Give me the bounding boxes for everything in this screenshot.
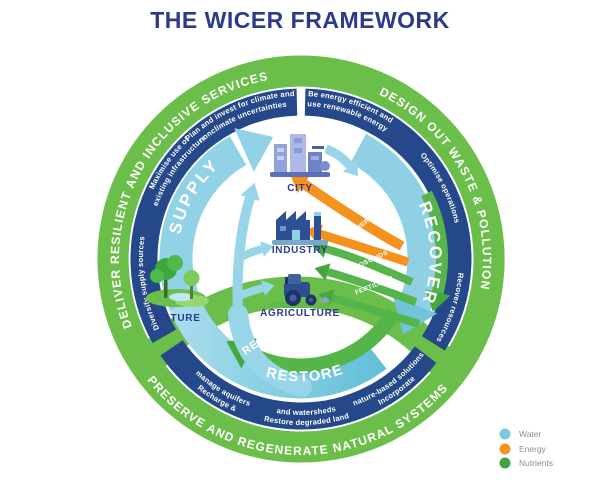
- water-cycle: [159, 128, 451, 399]
- legend-item-water: Water: [499, 428, 542, 440]
- city-to-recover-head-icon: [342, 160, 359, 177]
- reuse-branch-agriculture: [237, 284, 264, 300]
- fertiliser-arrow-head-icon: [314, 263, 331, 281]
- legend-label-nutrients: Nutrients: [519, 458, 553, 468]
- legend-label-water: Water: [519, 429, 542, 439]
- agriculture-icon: [270, 274, 330, 308]
- legend-label-energy: Energy: [519, 444, 547, 454]
- ring-segment-preserve-arc: [133, 356, 463, 463]
- ring-practices-design: [304, 88, 472, 351]
- nutrients-arrow-3: [330, 294, 421, 328]
- node-label-industry: INDUSTRY: [272, 245, 328, 256]
- nutrients-outer-arrow: [421, 190, 448, 294]
- city-icon: [270, 134, 330, 177]
- reuse-branch-industry-head-icon: [260, 241, 274, 257]
- energy-arrow-industry: [318, 229, 410, 267]
- nutrients-outer-arrowhead-icon: [425, 289, 451, 312]
- supply-arrow: [159, 136, 247, 311]
- node-label-agriculture: AGRICULTURE: [260, 308, 340, 319]
- legend-item-nutrients: Nutrients: [499, 457, 553, 469]
- fertiliser-arrow: [326, 268, 418, 306]
- page-title: THE WICER FRAMEWORK: [150, 7, 450, 33]
- reuse-branch-agriculture-head-icon: [261, 280, 275, 296]
- reuse-band: [228, 304, 312, 397]
- recover-arrow: [350, 133, 441, 311]
- node-label-nature: NATURE: [155, 313, 200, 324]
- ring-practices-preserve: [160, 340, 437, 430]
- reuse-branch-industry: [237, 245, 264, 262]
- legend-item-energy: Energy: [499, 443, 547, 455]
- biosolids-arrow: [324, 245, 414, 286]
- industry-icon: [272, 211, 328, 245]
- city-to-recover-arrow: [324, 144, 354, 169]
- legend: Water Energy Nutrients: [499, 428, 553, 469]
- node-label-city: CITY: [287, 183, 313, 194]
- energy-arrow-city: [301, 179, 405, 251]
- energy-arrow-city-head-icon: [290, 174, 311, 194]
- supply-arrowhead-icon: [234, 128, 274, 172]
- recover-arrowhead-icon: [392, 295, 438, 335]
- legend-dot-energy-icon: [499, 443, 511, 455]
- reuse-arrowhead-icon: [240, 182, 260, 201]
- nature-icon: [146, 255, 209, 307]
- ring-practices-deliver: [130, 88, 298, 343]
- reuse-line: [232, 193, 255, 319]
- legend-dot-water-icon: [499, 428, 511, 440]
- legend-dot-nutrients-icon: [499, 457, 511, 469]
